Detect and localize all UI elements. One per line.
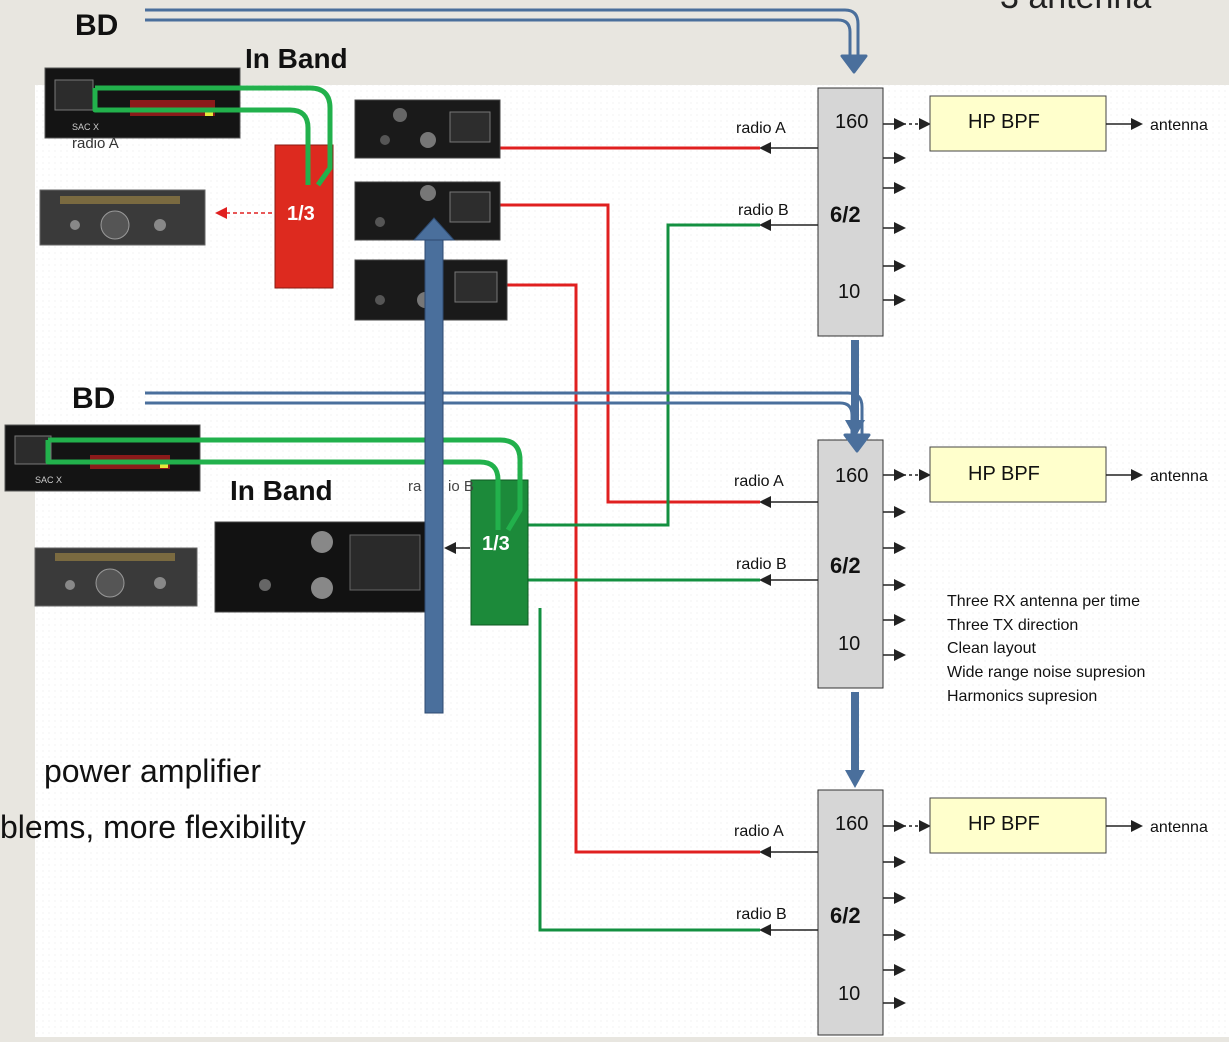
switch-2-radio-a: radio A [734,473,784,490]
radio-b-fragment-2: io B [448,478,474,495]
bd-label-mid: BD [72,382,115,415]
antenna-3-label: antenna [1150,819,1208,836]
splitter-red-label: 1/3 [287,203,315,225]
switch-3-label-10: 10 [838,983,860,1005]
hp-bpf-2-label: HP BPF [968,463,1040,485]
sac-x-logo-1: SAC X [72,122,99,132]
switch-2-label-6-2: 6/2 [830,553,861,578]
in-band-label-top: In Band [245,43,348,74]
switch-box-3: 160 6/2 10 [818,790,883,1035]
switch-2-radio-b: radio B [736,556,787,573]
title-fragment: 3 antenna [1000,0,1151,16]
switch-1-radio-a: radio A [736,120,786,137]
sac-x-logo-2: SAC X [35,475,62,485]
sac-x-controller-2: SAC X [5,425,200,491]
amplifier-1 [355,100,500,158]
in-band-label-mid: In Band [230,475,333,506]
switch-2-label-160: 160 [835,465,868,487]
switch-1-label-10: 10 [838,281,860,303]
feature-item: Three TX direction [947,617,1078,634]
feature-item: Three RX antenna per time [947,593,1140,610]
feature-item: Harmonics supresion [947,688,1097,705]
switch-1-radio-b: radio B [738,202,789,219]
diagram-background [35,85,1229,1037]
feature-item: Wide range noise supresion [947,664,1145,681]
antenna-1-label: antenna [1150,117,1208,134]
sac-x-controller-1: SAC X [45,68,240,138]
amplifier-bottom [215,522,430,612]
feature-item: Clean layout [947,640,1037,657]
switch-3-label-160: 160 [835,813,868,835]
switch-1-label-6-2: 6/2 [830,202,861,227]
bd-label-top: BD [75,9,118,42]
switch-2-label-10: 10 [838,633,860,655]
antenna-2-label: antenna [1150,468,1208,485]
radio-a-label: radio A [72,135,119,152]
caption-line-2: blems, more flexibility [0,809,306,845]
switch-box-1: 160 6/2 10 [818,88,883,336]
caption-line-1: power amplifier [44,753,261,789]
switch-box-2: 160 6/2 10 [818,440,883,688]
switch-1-label-160: 160 [835,111,868,133]
switch-3-radio-a: radio A [734,823,784,840]
transceiver-2 [35,548,197,606]
switch-3-radio-b: radio B [736,906,787,923]
switch-3-label-6-2: 6/2 [830,903,861,928]
splitter-green-label: 1/3 [482,533,510,555]
splitter-red: 1/3 [275,145,333,288]
radio-b-fragment-1: ra [408,478,422,495]
transceiver-1 [40,190,205,245]
hp-bpf-1-label: HP BPF [968,111,1040,133]
hp-bpf-3-label: HP BPF [968,813,1040,835]
